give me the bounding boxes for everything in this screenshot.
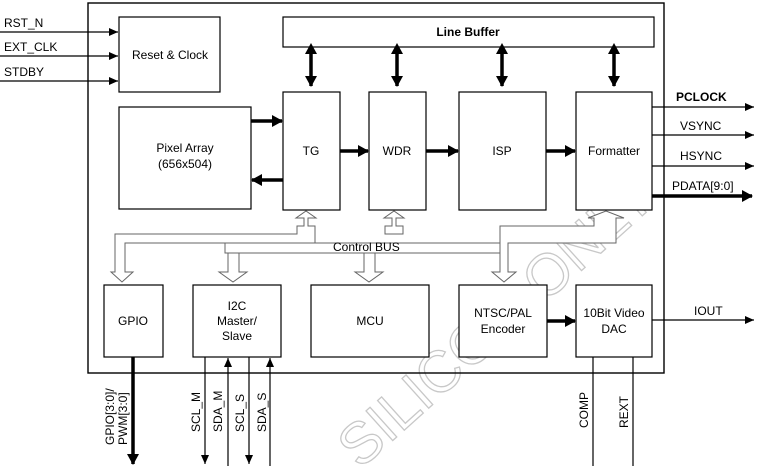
tg-block: TG: [282, 91, 341, 211]
svg-text:10Bit Video: 10Bit Video: [583, 306, 644, 320]
i2c-block: I2C Master/ Slave: [192, 284, 282, 358]
svg-text:Pixel Array: Pixel Array: [156, 141, 213, 155]
pwm-pin-label: PWM[3:0]: [116, 392, 130, 445]
control-bus-label: Control BUS: [333, 240, 400, 254]
svg-text:MCU: MCU: [356, 314, 383, 328]
formatter-block: Formatter: [575, 91, 653, 211]
hsync-label: HSYNC: [680, 149, 722, 163]
control-bus: [109, 210, 625, 283]
gpio-block: GPIO: [103, 284, 164, 358]
svg-text:I2C: I2C: [228, 299, 247, 313]
scl-m-label: SCL_M: [189, 392, 203, 432]
stdby-label: STDBY: [4, 65, 44, 79]
rext-label: REXT: [617, 395, 631, 428]
svg-text:ISP: ISP: [492, 144, 511, 158]
svg-text:Line Buffer: Line Buffer: [436, 25, 500, 39]
reset-clock-block: Reset & Clock: [118, 16, 221, 93]
chip-outline: [87, 2, 665, 374]
pixel-array-block: Pixel Array (656x504): [118, 106, 252, 210]
mcu-block: MCU: [310, 284, 430, 358]
video-dac-block: 10Bit Video DAC: [575, 284, 653, 358]
scl-s-label: SCL_S: [233, 394, 247, 432]
svg-text:Formatter: Formatter: [588, 144, 640, 158]
rst-n-label: RST_N: [4, 16, 43, 30]
isp-block: ISP: [458, 91, 547, 211]
pclock-label: PCLOCK: [676, 90, 727, 104]
wdr-block: WDR: [368, 91, 427, 211]
gpio-pin-label: GPIO[3:0]/: [103, 388, 117, 445]
sda-s-label: SDA_S: [255, 393, 269, 432]
vsync-label: VSYNC: [680, 119, 722, 133]
svg-text:(656x504): (656x504): [158, 157, 212, 171]
input-signals: [0, 28, 118, 85]
iout-label: IOUT: [694, 304, 723, 318]
svg-text:Reset & Clock: Reset & Clock: [132, 48, 209, 62]
line-buffer-block: Line Buffer: [282, 16, 655, 48]
comp-label: COMP: [577, 392, 591, 428]
svg-text:GPIO: GPIO: [118, 314, 148, 328]
output-signals: [652, 103, 754, 324]
svg-text:Slave: Slave: [222, 329, 252, 343]
pdata-label: PDATA[9:0]: [672, 179, 734, 193]
svg-text:TG: TG: [303, 144, 320, 158]
sda-m-label: SDA_M: [211, 391, 225, 432]
ntsc-pal-encoder-block: NTSC/PAL Encoder: [458, 284, 548, 358]
bottom-pins: [127, 357, 634, 466]
svg-text:Master/: Master/: [217, 314, 258, 328]
svg-text:DAC: DAC: [601, 322, 627, 336]
line-buffer-arrows: [305, 43, 620, 87]
svg-text:NTSC/PAL: NTSC/PAL: [474, 306, 532, 320]
pipeline-arrows: [251, 115, 576, 327]
svg-text:Encoder: Encoder: [481, 322, 526, 336]
svg-text:WDR: WDR: [383, 144, 412, 158]
ext-clk-label: EXT_CLK: [4, 40, 57, 54]
